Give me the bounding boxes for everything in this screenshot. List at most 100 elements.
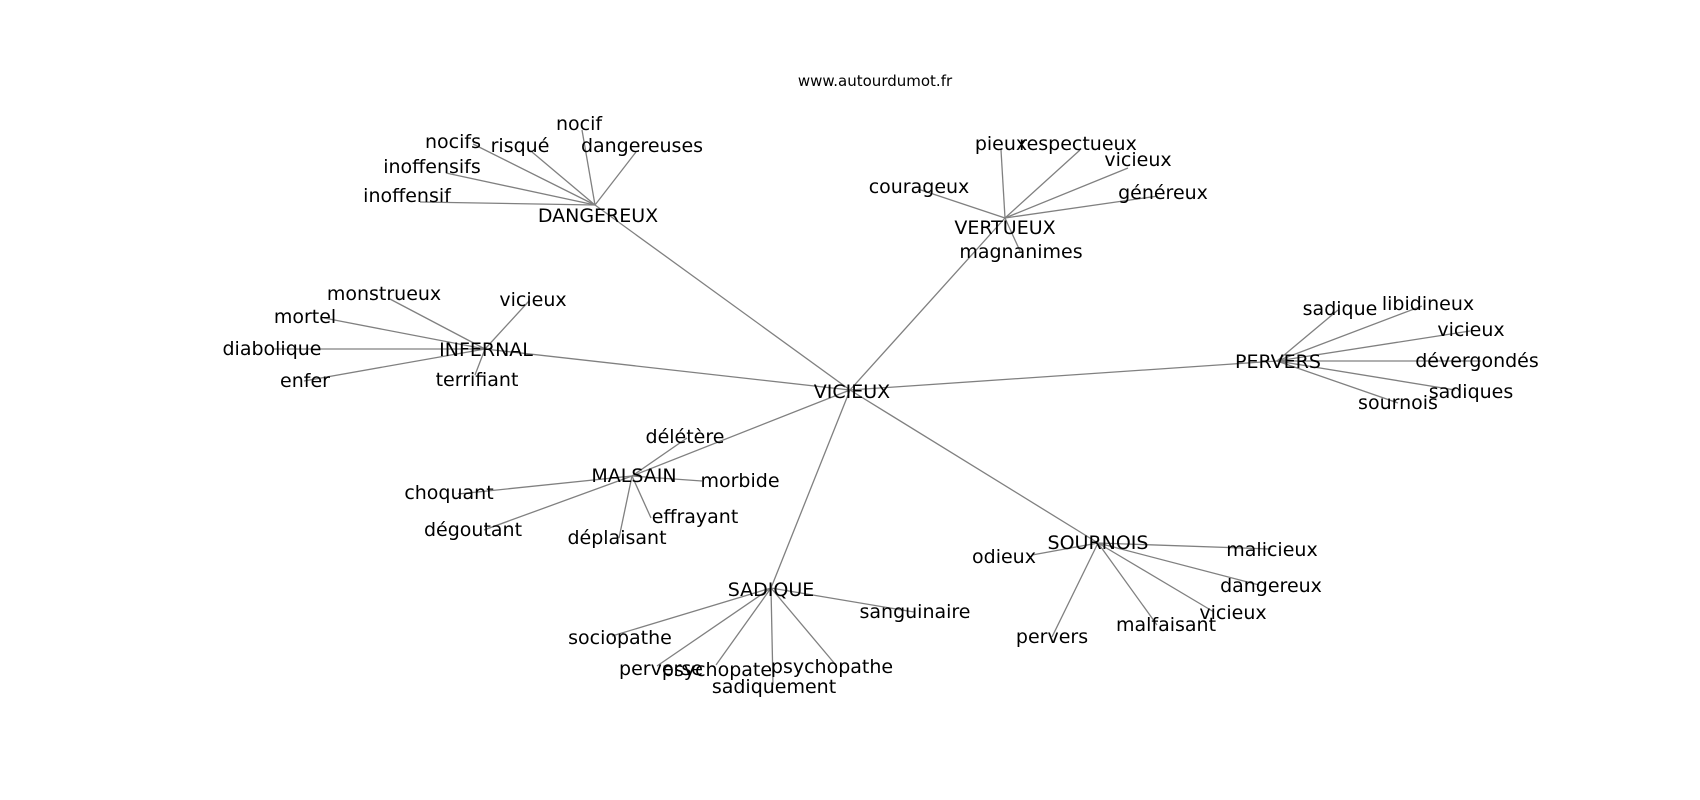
edge-sadique-perverse (656, 587, 772, 667)
leaf-label-pervers-devergondes[interactable]: dévergondés (1415, 350, 1539, 372)
edge-pervers-sadiques (1276, 360, 1456, 391)
graph-edges (273, 129, 1481, 686)
edge-center-vertueux (849, 217, 1006, 391)
edge-sadique-sadiquement (770, 587, 774, 686)
edge-sadique-sociopathe (611, 587, 772, 637)
edge-infernal-vicieux (484, 300, 530, 350)
leaf-label-malsain-deplaisant[interactable]: déplaisant (567, 527, 666, 549)
leaf-label-pervers-vicieux[interactable]: vicieux (1437, 319, 1504, 341)
leaf-label-vertueux-vicieux[interactable]: vicieux (1104, 149, 1171, 171)
edge-center-pervers (849, 360, 1278, 391)
leaf-label-infernal-enfer[interactable]: enfer (280, 370, 330, 392)
leaf-label-infernal-mortel[interactable]: mortel (274, 306, 336, 328)
hub-label-infernal[interactable]: INFERNAL (439, 339, 533, 361)
leaf-label-sournois-pervers[interactable]: pervers (1016, 626, 1088, 648)
leaf-label-malsain-degoutant[interactable]: dégoutant (424, 519, 522, 541)
leaf-label-sournois-malicieux[interactable]: malicieux (1226, 539, 1317, 561)
edge-dangereux-nocifs (472, 143, 596, 206)
leaf-label-pervers-sadiques[interactable]: sadiques (1429, 381, 1514, 403)
leaf-label-malsain-morbide[interactable]: morbide (700, 470, 779, 492)
leaf-label-dangereux-nocif[interactable]: nocif (556, 113, 603, 135)
leaf-label-infernal-monstrueux[interactable]: monstrueux (327, 283, 441, 305)
leaf-label-sournois-odieux[interactable]: odieux (972, 546, 1036, 568)
leaf-label-sournois-malfaisant[interactable]: malfaisant (1116, 614, 1216, 636)
leaf-label-sadique-sociopathe[interactable]: sociopathe (568, 627, 672, 649)
edge-center-sadique (770, 389, 851, 589)
leaf-label-dangereux-inoffensifs[interactable]: inoffensifs (383, 156, 481, 178)
edge-sadique-psychopate (715, 587, 772, 666)
edge-pervers-vicieux (1276, 330, 1471, 362)
edge-malsain-choquant (457, 475, 633, 495)
edge-center-malsain (631, 389, 851, 477)
leaf-label-vertueux-magnanimes[interactable]: magnanimes (959, 241, 1082, 263)
leaf-label-malsain-choquant[interactable]: choquant (404, 482, 493, 504)
edge-vertueux-vicieux (1004, 167, 1129, 219)
edge-sournois-vicieux (1097, 542, 1215, 613)
leaf-label-sournois-vicieux[interactable]: vicieux (1199, 602, 1266, 624)
edge-sournois-pervers (1051, 542, 1099, 638)
edge-malsain-effrayant (631, 475, 652, 519)
leaf-label-dangereux-risque[interactable]: risqué (491, 135, 550, 157)
edge-dangereux-inoffensif (419, 201, 596, 206)
edge-center-infernal (484, 348, 851, 391)
leaf-label-malsain-deletere[interactable]: délétère (646, 426, 725, 448)
edge-dangereux-dangereuses (594, 151, 637, 206)
edge-malsain-morbide (631, 475, 703, 482)
leaf-label-sadique-sanguinaire[interactable]: sanguinaire (859, 601, 970, 623)
hub-label-pervers[interactable]: PERVERS (1235, 351, 1321, 373)
edge-infernal-monstrueux (387, 297, 486, 350)
leaf-label-infernal-vicieux[interactable]: vicieux (499, 289, 566, 311)
leaf-label-vertueux-genereux[interactable]: généreux (1118, 182, 1208, 204)
edge-dangereux-inoffensifs (445, 172, 596, 206)
edge-sournois-malfaisant (1097, 542, 1158, 626)
edge-center-sournois (849, 389, 1099, 544)
leaf-label-pervers-sournois[interactable]: sournois (1358, 392, 1438, 414)
edge-pervers-sournois (1276, 360, 1399, 404)
edge-sournois-odieux (1031, 542, 1099, 556)
leaf-label-sadique-psychopate[interactable]: psychopate (662, 659, 772, 681)
edge-vertueux-pieux (1000, 149, 1006, 219)
edge-sournois-dangereux (1097, 542, 1260, 586)
leaf-label-malsain-effrayant[interactable]: effrayant (652, 506, 739, 528)
edge-vertueux-magnanimes (1004, 217, 1021, 252)
leaf-label-pervers-libidineux[interactable]: libidineux (1382, 293, 1474, 315)
leaf-label-sournois-dangereux[interactable]: dangereux (1220, 575, 1322, 597)
leaf-label-vertueux-respectueux[interactable]: respectueux (1019, 133, 1137, 155)
edge-malsain-deletere (631, 437, 688, 477)
edge-sadique-psychopathe (770, 587, 836, 665)
hub-label-vertueux[interactable]: VERTUEUX (954, 217, 1055, 239)
edge-center-dangereux (594, 204, 851, 391)
leaf-label-dangereux-nocifs[interactable]: nocifs (425, 131, 481, 153)
leaf-label-sadique-sadiquement[interactable]: sadiquement (712, 676, 836, 698)
site-url: www.autourdumot.fr (797, 72, 953, 90)
edge-vertueux-genereux (1004, 195, 1159, 219)
edge-vertueux-respectueux (1004, 149, 1081, 219)
leaf-label-infernal-terrifiant[interactable]: terrifiant (436, 369, 519, 391)
edge-pervers-libidineux (1276, 305, 1423, 362)
hub-label-sadique[interactable]: SADIQUE (728, 579, 815, 601)
leaf-label-vertueux-pieux[interactable]: pieux (975, 133, 1027, 155)
leaf-label-sadique-perverse[interactable]: perverse (619, 658, 703, 680)
hub-label-malsain[interactable]: MALSAIN (591, 465, 676, 487)
edge-malsain-deplaisant (618, 475, 633, 539)
leaf-label-dangereux-dangereuses[interactable]: dangereuses (581, 135, 703, 157)
leaf-label-dangereux-inoffensif[interactable]: inoffensif (363, 185, 452, 207)
edge-malsain-degoutant (483, 475, 633, 531)
hub-label-sournois[interactable]: SOURNOIS (1048, 532, 1149, 554)
edge-infernal-mortel (323, 317, 486, 350)
hub-label-dangereux[interactable]: DANGEREUX (538, 205, 658, 227)
leaf-label-vertueux-courageux[interactable]: courageux (869, 176, 970, 198)
edge-dangereux-risque (531, 151, 596, 206)
leaf-label-sadique-psychopathe[interactable]: psychopathe (771, 656, 893, 678)
edge-vertueux-courageux (917, 188, 1006, 219)
edge-dangereux-nocif (581, 129, 596, 206)
edge-infernal-enfer (303, 348, 486, 382)
edge-infernal-terrifiant (474, 348, 486, 376)
center-word-label[interactable]: VICIEUX (814, 381, 890, 403)
edge-sadique-sanguinaire (770, 587, 915, 613)
leaf-label-pervers-sadique[interactable]: sadique (1303, 298, 1378, 320)
leaf-label-infernal-diabolique[interactable]: diabolique (222, 338, 321, 360)
edge-pervers-sadique (1276, 309, 1339, 362)
